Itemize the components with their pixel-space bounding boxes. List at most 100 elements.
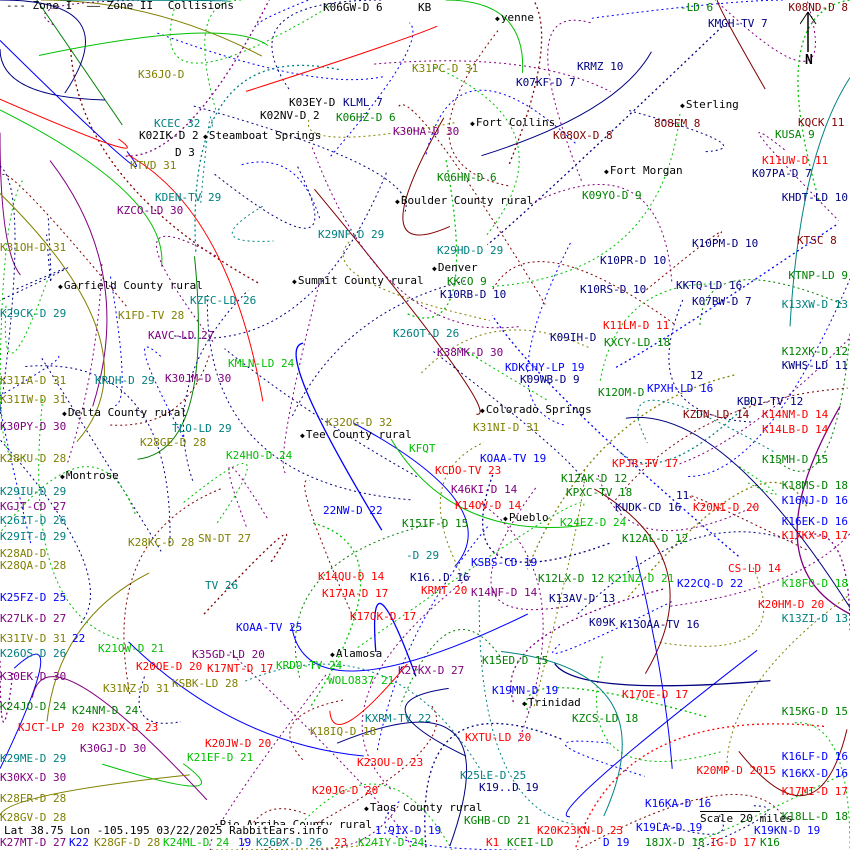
station-label[interactable]: K11UW-D 11 bbox=[762, 154, 829, 167]
station-label[interactable]: K13XW-D 13 bbox=[781, 298, 848, 311]
station-label[interactable]: K20NI-D 20 bbox=[693, 501, 760, 514]
station-label[interactable]: K25FZ-D 25 bbox=[0, 591, 67, 604]
station-label[interactable]: KMGH-TV 7 bbox=[708, 17, 768, 30]
station-label[interactable]: KUDK-CD 16 bbox=[615, 501, 682, 514]
station-label[interactable]: K36JO-D bbox=[138, 68, 185, 81]
station-label[interactable]: K10PM-D 10 bbox=[692, 237, 759, 250]
station-label[interactable]: K20HM-D 20 bbox=[758, 598, 825, 611]
station-label[interactable]: K21NZ-D 21 bbox=[608, 572, 675, 585]
station-label[interactable]: KWHS-LD 11 bbox=[781, 359, 848, 372]
station-label[interactable]: K17OK-D 17 bbox=[350, 610, 417, 623]
station-label[interactable]: K13ZI-D 13 bbox=[781, 612, 848, 625]
station-label[interactable]: K12AK-D 12 bbox=[561, 472, 628, 485]
station-label[interactable]: K30EK-D 30 bbox=[0, 670, 67, 683]
station-label[interactable]: K22CQ-D 22 bbox=[677, 577, 744, 590]
station-label[interactable]: K28KC-D 28 bbox=[128, 536, 195, 549]
station-label[interactable]: KZFC-LD 26 bbox=[190, 294, 257, 307]
station-label[interactable]: K32OG-D 32 bbox=[326, 416, 393, 429]
station-label[interactable]: K29ME-D 29 bbox=[0, 752, 67, 765]
station-label[interactable]: KDKCHY-LP 19 bbox=[505, 361, 585, 374]
station-label[interactable]: IG-D 17 bbox=[710, 836, 757, 849]
station-label[interactable]: KZCS-LD 18 bbox=[572, 712, 639, 725]
station-label[interactable]: KKTQ-LD 16 bbox=[676, 279, 743, 292]
station-label[interactable]: 12 bbox=[690, 369, 704, 382]
station-label[interactable]: K16EK-D 16 bbox=[781, 515, 848, 528]
station-label[interactable]: K28GV-D 28 bbox=[0, 811, 67, 824]
station-label[interactable]: K18IQ-D 18 bbox=[310, 725, 377, 738]
station-label[interactable]: K14LB-D 14 bbox=[762, 423, 829, 436]
station-label[interactable]: K24ML-D 24 bbox=[163, 836, 230, 849]
station-label[interactable]: K20OE-D 20 bbox=[136, 660, 203, 673]
station-label[interactable]: K1 bbox=[486, 836, 500, 849]
station-label[interactable]: K06HN-D 6 bbox=[437, 171, 497, 184]
station-label[interactable]: TLO-LD 29 bbox=[172, 422, 232, 435]
station-label[interactable]: K12XK-D 12 bbox=[781, 345, 848, 358]
station-label[interactable]: K19KN-D 19 bbox=[754, 824, 821, 837]
station-label[interactable]: K24JO-D 24 bbox=[0, 700, 67, 713]
station-label[interactable]: 22 bbox=[72, 632, 86, 645]
station-label[interactable]: K03EY-D bbox=[289, 96, 336, 109]
station-label[interactable]: CS-LD 14 bbox=[728, 562, 781, 575]
station-label[interactable]: K11LM-D 11 bbox=[603, 319, 670, 332]
station-label[interactable]: K14QU-D 14 bbox=[318, 570, 385, 583]
station-label[interactable]: KPJR-TV 17 bbox=[612, 457, 679, 470]
station-label[interactable]: K28ER-D 28 bbox=[0, 792, 67, 805]
station-label[interactable]: KXTU-LD 20 bbox=[465, 731, 532, 744]
station-label[interactable]: 1.9IX-D 19 bbox=[375, 824, 442, 837]
station-label[interactable]: KOAA-TV 19 bbox=[480, 452, 547, 465]
station-label[interactable]: K09WB-D 9 bbox=[520, 373, 580, 386]
station-label[interactable]: K15IF-D 15 bbox=[402, 517, 469, 530]
station-label[interactable]: 22NW-D 22 bbox=[323, 504, 383, 517]
station-label[interactable]: K17MI-D 17 bbox=[781, 785, 848, 798]
station-label[interactable]: K12AL-D 12 bbox=[622, 532, 689, 545]
station-label[interactable]: K31IW-D 31 bbox=[0, 393, 67, 406]
station-label[interactable]: K46KI-D 14 bbox=[451, 483, 518, 496]
station-label[interactable]: K28QA-D 28 bbox=[0, 559, 67, 572]
station-label[interactable]: K17JA-D 17 bbox=[322, 587, 389, 600]
station-label[interactable]: KMLN-LD 24 bbox=[228, 357, 295, 370]
station-label[interactable]: K30JM-D 30 bbox=[165, 372, 232, 385]
station-label[interactable]: K31PC-D 31 bbox=[412, 62, 479, 75]
station-label[interactable]: K16KA-D 16 bbox=[645, 797, 712, 810]
station-label[interactable]: K16LF-D 16 bbox=[781, 750, 848, 763]
station-label[interactable]: K16KX-D 16 bbox=[781, 767, 848, 780]
station-label[interactable]: K18FO-D 18 bbox=[781, 577, 848, 590]
station-label[interactable]: KRDH-D 29 bbox=[95, 374, 155, 387]
station-label[interactable]: K07PA-D 7 bbox=[752, 167, 812, 180]
station-label[interactable]: 8O8EM 8 bbox=[654, 117, 701, 130]
station-label[interactable]: KXRM-TV 22 bbox=[365, 712, 432, 725]
station-label[interactable]: K35GD-LD 20 bbox=[192, 648, 265, 661]
station-label[interactable]: K13AV-D 13 bbox=[549, 592, 616, 605]
station-label[interactable]: KBDI-TV 12 bbox=[737, 395, 804, 408]
station-label[interactable]: KGHB-CD 21 bbox=[464, 814, 531, 827]
station-label[interactable]: K31NZ-D 31 bbox=[103, 682, 170, 695]
station-label[interactable]: K21EF-D 21 bbox=[187, 751, 254, 764]
station-label[interactable]: K17OE-D 17 bbox=[622, 688, 689, 701]
station-label[interactable]: K22 bbox=[69, 836, 89, 849]
station-label[interactable]: K24HO-D 24 bbox=[226, 449, 293, 462]
station-label[interactable]: K08OX-D 8 bbox=[553, 129, 613, 142]
station-label[interactable]: K18MS-D 18 bbox=[781, 479, 848, 492]
station-label[interactable]: K10RB-D 10 bbox=[440, 288, 507, 301]
station-label[interactable]: K13OAA-TV 16 bbox=[620, 618, 700, 631]
station-label[interactable]: D 3 bbox=[175, 146, 195, 159]
station-label[interactable]: K10RS-D 10 bbox=[580, 283, 647, 296]
station-label[interactable]: K26IT-D 26 bbox=[0, 514, 67, 527]
station-label[interactable]: KJCT-LP 20 bbox=[18, 721, 85, 734]
station-label[interactable]: KRMZ 10 bbox=[577, 60, 624, 73]
station-label[interactable]: K29IT-D 29 bbox=[0, 530, 67, 543]
station-label[interactable]: K30KX-D 30 bbox=[0, 771, 67, 784]
station-label[interactable]: KTVD 31 bbox=[130, 159, 177, 172]
station-label[interactable]: K31OH-D 31 bbox=[0, 241, 67, 254]
station-label[interactable]: K16 bbox=[760, 836, 780, 849]
station-label[interactable]: SN-DT 27 bbox=[198, 532, 251, 545]
station-label[interactable]: K17NT-D 17 bbox=[207, 662, 274, 675]
station-label[interactable]: K12OM-D bbox=[598, 386, 645, 399]
station-label[interactable]: K24EZ-D 24 bbox=[560, 516, 627, 529]
station-label[interactable]: K30HA-D 30 bbox=[393, 125, 460, 138]
station-label[interactable]: KCEI-LD bbox=[507, 836, 554, 849]
station-label[interactable]: K20MP-D 2015 bbox=[696, 764, 776, 777]
station-label[interactable]: K28AD-D bbox=[0, 547, 47, 560]
station-label[interactable]: KCEC 32 bbox=[154, 117, 201, 130]
